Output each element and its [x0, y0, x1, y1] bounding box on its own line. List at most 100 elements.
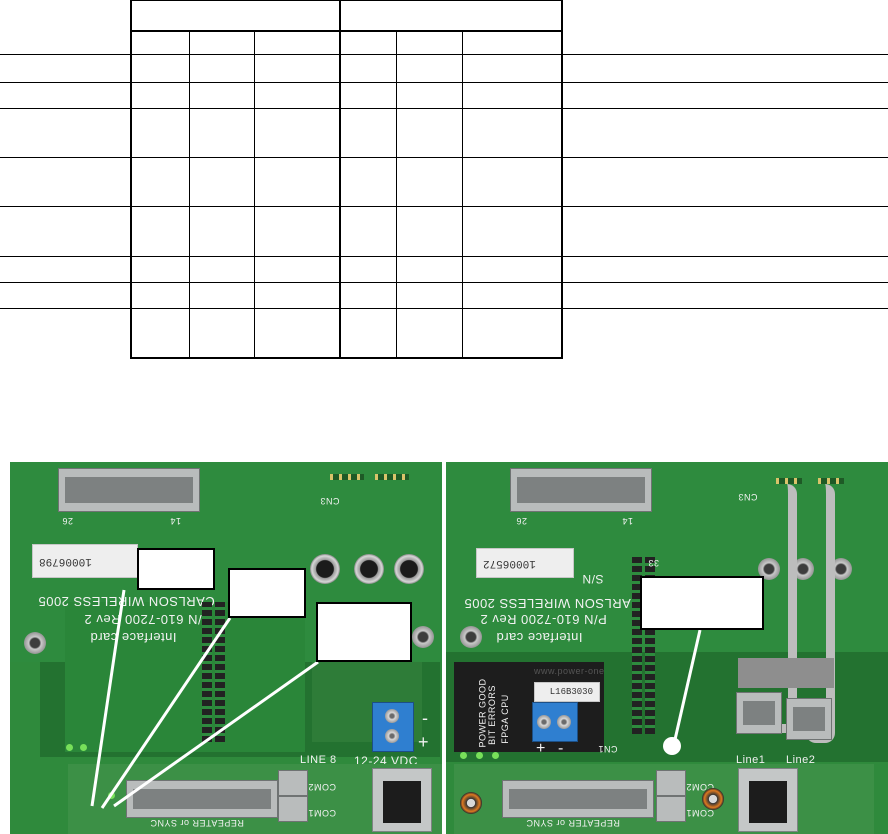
board-text-line: CARLSON WIRELESS 2005 — [464, 596, 641, 611]
rj45-jack — [372, 768, 432, 832]
pin-header-column — [215, 602, 225, 742]
status-led — [108, 792, 115, 799]
status-led — [460, 752, 467, 759]
led-label-bit-errors: BIT ERRORS — [486, 685, 497, 745]
connector-label-cn3: CN3 — [320, 496, 340, 506]
status-led — [80, 744, 87, 751]
table-col-divider — [561, 0, 563, 359]
table-group-divider — [339, 0, 341, 359]
polarity-minus: - — [558, 740, 564, 757]
rj45-jack — [738, 768, 798, 832]
standoff-nut — [830, 558, 852, 580]
standoff-nut — [24, 632, 46, 654]
rj11-jack-line1 — [736, 692, 782, 734]
pin-label-14: 14 — [622, 516, 634, 526]
table-row-line — [0, 206, 888, 207]
connector-label-cn3: CN3 — [738, 492, 758, 502]
table-col-divider — [396, 30, 397, 359]
pin-header-column — [202, 602, 212, 742]
table-col-divider — [254, 30, 255, 359]
led-label-fpga-cpu: FPGA CPU — [499, 694, 510, 744]
website-text: www.power-one — [534, 666, 605, 676]
terminal-screw — [557, 715, 571, 729]
serial-number-sticker: 10006572 — [476, 548, 574, 578]
table-col-divider — [189, 30, 190, 359]
status-led — [492, 752, 499, 759]
standoff-nut — [758, 558, 780, 580]
table-row-line — [0, 308, 888, 309]
com-port-connector — [656, 770, 686, 796]
pin-label-26: 26 — [62, 516, 74, 526]
pin-header-column — [645, 554, 655, 734]
status-led — [66, 744, 73, 751]
table-subheader-line — [130, 30, 562, 32]
pin-number-label: 33 — [648, 558, 660, 568]
com-port-connector — [278, 770, 308, 796]
table-header-bottom — [0, 54, 888, 55]
terminal-screw — [537, 715, 551, 729]
table-col-divider — [130, 0, 132, 359]
com-label: COM1 — [308, 808, 337, 818]
rj11-jack-line2 — [786, 698, 832, 740]
serial-number-sticker: 10006798 — [32, 544, 138, 578]
power-module-sticker: L16B3030 — [534, 682, 600, 702]
header-pins — [330, 474, 364, 480]
table-col-divider — [462, 30, 463, 359]
serial-caption: S/N — [582, 572, 604, 586]
rotary-switch — [460, 792, 482, 814]
power-terminal-block — [372, 702, 414, 752]
standoff-nut — [460, 626, 482, 648]
callout-box-4 — [640, 576, 764, 630]
standoff-nut — [792, 558, 814, 580]
table-row-line — [0, 82, 888, 83]
audio-jack — [354, 554, 384, 584]
pin-label-14: 14 — [170, 516, 182, 526]
repeater-sync-connector — [502, 780, 654, 818]
table-row-line — [0, 108, 888, 109]
com-label: COM2 — [308, 782, 337, 792]
terminal-screw — [385, 709, 399, 723]
polarity-plus: + — [418, 732, 430, 752]
header-pins — [776, 478, 802, 484]
connector-label-cn1: CN1 — [598, 744, 618, 754]
transformer — [738, 658, 834, 688]
polarity-plus: + — [536, 740, 546, 757]
pin-header-column — [632, 554, 642, 734]
board-text-line: Interface card — [90, 630, 177, 645]
line2-label: Line2 — [786, 754, 816, 766]
table-bottom-border — [130, 357, 562, 359]
com-port-connector — [656, 796, 686, 822]
rotary-switch — [702, 788, 724, 810]
data-table — [0, 0, 888, 360]
pin-label-26: 26 — [516, 516, 528, 526]
repeater-sync-label: REPEATER or SYNC — [150, 818, 244, 828]
header-pins — [818, 478, 844, 484]
board-text-line: Interface card — [496, 630, 583, 645]
board-text-line: P/N 610-7200 Rev 2 — [480, 612, 607, 627]
power-terminal-block — [532, 702, 578, 742]
standoff-nut — [412, 626, 434, 648]
terminal-screw — [385, 729, 399, 743]
phone-cable — [768, 484, 797, 733]
status-led — [476, 752, 483, 759]
table-row-line — [0, 282, 888, 283]
audio-jack — [394, 554, 424, 584]
ribbon-connector-cn3 — [510, 468, 652, 512]
table-row-line — [0, 256, 888, 257]
interface-card-photo-right: 26 14 CN3 10006572 S/N CARLSON WIRELESS … — [446, 462, 888, 834]
board-text-line: CARLSON WIRELESS 2005 — [38, 594, 215, 609]
table-top-border — [130, 0, 562, 1]
line1-label: Line1 — [736, 754, 766, 766]
polarity-minus: - — [422, 708, 429, 728]
repeater-sync-connector — [126, 780, 278, 818]
callout-box-1 — [137, 548, 215, 590]
header-pins — [375, 474, 409, 480]
repeater-sync-label: REPEATER or SYNC — [526, 818, 620, 828]
com-port-connector — [278, 796, 308, 822]
audio-jack — [310, 554, 340, 584]
board-text-line: P/N 610-7200 Rev 2 — [84, 612, 211, 627]
table-row-line — [0, 157, 888, 158]
ribbon-connector-cn3 — [58, 468, 200, 512]
power-module — [454, 662, 604, 752]
callout-box-2 — [228, 568, 306, 618]
